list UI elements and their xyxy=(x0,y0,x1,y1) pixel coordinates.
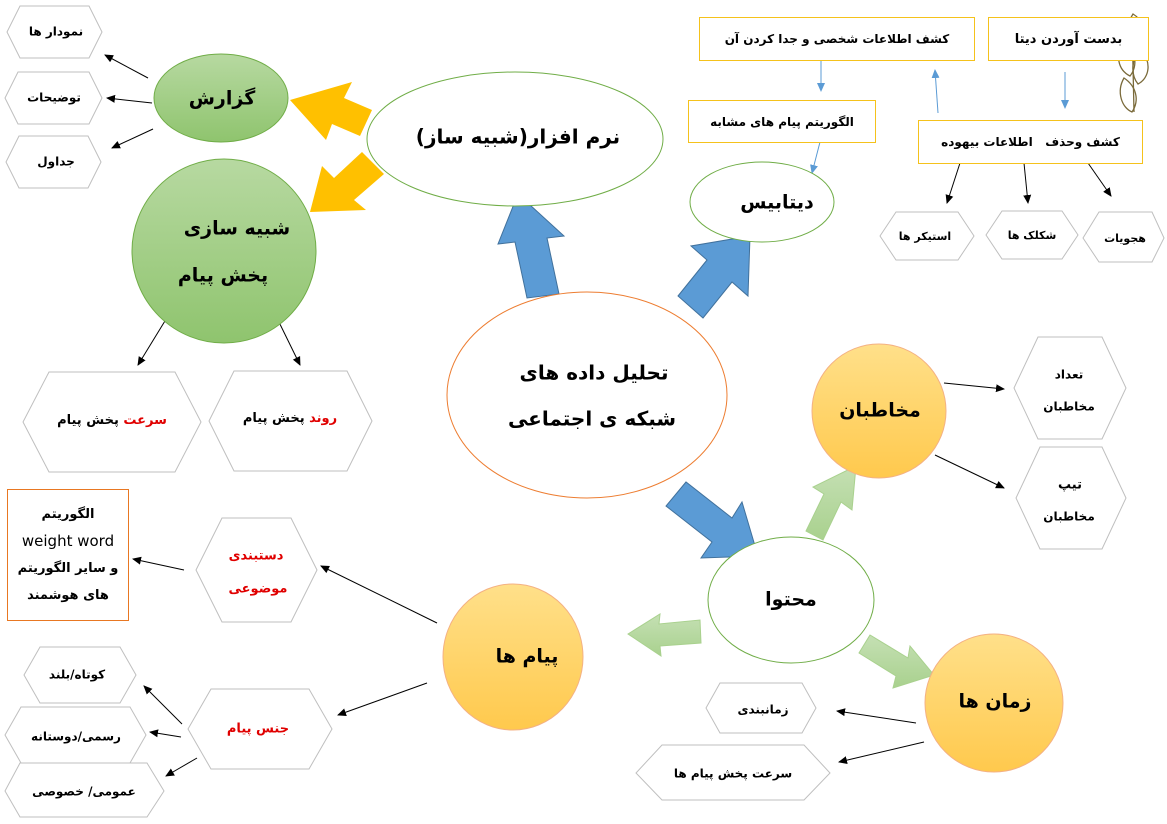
hex-message-type[interactable] xyxy=(187,688,333,770)
report-item-charts: نمودار ها xyxy=(29,25,83,40)
audience-node[interactable] xyxy=(811,343,947,479)
content-node[interactable] xyxy=(707,536,875,664)
box-detect-remove[interactable]: کشف وحذف اطلاعات بیهوده xyxy=(918,120,1143,164)
categorization-line2: موضوعی xyxy=(229,582,288,597)
line-detect-to-junk-sticker xyxy=(945,162,961,204)
msgtype-public-private: عمومی/ خصوصی xyxy=(32,785,136,800)
arrow-software-to-report xyxy=(290,82,372,140)
line-report-to-tables xyxy=(111,128,154,149)
line-detect-to-junk-hajv xyxy=(1087,162,1112,197)
audience-type-line2: مخاطبان xyxy=(1043,510,1095,524)
arrow-content-to-messages xyxy=(627,613,702,658)
line-detect-to-personal xyxy=(931,69,940,114)
arrow-center-to-database xyxy=(677,235,751,319)
hex-junk-emoji[interactable] xyxy=(985,210,1079,260)
line-msgtype-to-short xyxy=(143,685,183,725)
times-speed-label: سرعت پخش پیام ها xyxy=(674,767,792,782)
hex-audience-type[interactable] xyxy=(1015,446,1127,550)
hex-charts[interactable] xyxy=(6,5,103,59)
msgtype-formal-friendly: رسمی/دوستانه xyxy=(31,730,121,745)
hex-junk-hajv[interactable] xyxy=(1082,211,1165,263)
line-times-to-schedule xyxy=(836,708,917,724)
arrow-content-to-audience xyxy=(805,465,857,541)
line-msgtype-to-formal xyxy=(149,729,182,738)
report-node[interactable] xyxy=(153,53,289,143)
box-similar-algo[interactable]: الگوریتم پیام های مشابه xyxy=(688,100,876,143)
times-node[interactable] xyxy=(924,633,1064,773)
report-item-descriptions: توضیحات xyxy=(27,91,81,106)
messages-node[interactable] xyxy=(442,583,584,731)
line-report-to-descriptions xyxy=(106,94,153,104)
line-sim-to-speed xyxy=(137,315,169,366)
hex-schedule[interactable] xyxy=(705,682,817,734)
line-report-to-charts xyxy=(104,54,149,79)
algo-line2: weight word xyxy=(21,532,115,550)
line-audience-to-count xyxy=(943,382,1005,393)
database-node[interactable] xyxy=(689,161,835,243)
database-label: دیتابیس xyxy=(740,192,814,214)
algo-line3: و سایر الگوریتم xyxy=(17,561,119,576)
content-label: محتوا xyxy=(765,589,817,611)
software-label: نرم افزار(شبیه ساز) xyxy=(416,125,620,149)
hex-descriptions[interactable] xyxy=(4,71,103,125)
arrow-center-to-content xyxy=(665,481,759,559)
line-algo-to-database xyxy=(810,141,821,174)
audience-count-line2: مخاطبان xyxy=(1043,400,1095,414)
messages-label: پیام ها xyxy=(496,646,559,668)
hex-sim-speed[interactable] xyxy=(22,371,202,473)
line-msgtype-to-public xyxy=(165,757,198,777)
audience-count-line1: تعداد xyxy=(1055,368,1083,382)
hex-public-private[interactable] xyxy=(4,762,165,818)
arrow-content-to-times xyxy=(858,634,935,689)
junk-emoji-label: شکلک ها xyxy=(1008,229,1057,242)
line-audience-to-type xyxy=(934,454,1005,489)
box-detect-personal[interactable]: کشف اطلاعات شخصی و جدا کردن آن xyxy=(699,17,975,61)
center-node[interactable] xyxy=(446,291,728,499)
msgtype-short-long: کوتاه/بلند xyxy=(49,668,105,683)
report-label: گزارش xyxy=(189,87,256,110)
msgtype-label: جنس پیام xyxy=(227,722,289,737)
times-label: زمان ها xyxy=(959,691,1032,713)
line-messages-to-categorization xyxy=(320,565,438,624)
audience-label: مخاطبان xyxy=(839,400,921,422)
hex-categorization[interactable] xyxy=(195,517,318,623)
arrow-software-to-simulation xyxy=(310,152,384,212)
junk-hajv-label: هجویات xyxy=(1104,232,1146,245)
junk-sticker-label: استیکر ها xyxy=(899,230,951,243)
hex-audience-count[interactable] xyxy=(1013,336,1127,440)
hex-junk-sticker[interactable] xyxy=(879,211,975,261)
box-get-data[interactable]: بدست آوردن دیتا xyxy=(988,17,1149,61)
arrow-center-to-software xyxy=(497,193,566,299)
sim-trend-label: روند پخش پیام xyxy=(243,411,337,426)
line-messages-to-msgtype xyxy=(337,682,428,717)
sim-speed-label: سرعت پخش پیام xyxy=(57,413,167,428)
categorization-line1: دستبندی xyxy=(229,549,284,564)
algo-line4: های هوشمند xyxy=(27,588,109,603)
center-label-line1: تحلیل داده های xyxy=(520,361,669,385)
line-times-to-speed xyxy=(838,741,925,765)
box-algorithms[interactable]: الگوریتم weight word و سایر الگوریتم های… xyxy=(7,489,129,621)
times-schedule-label: زمانبندی xyxy=(737,703,788,717)
simulation-label-line1: شبیه سازی xyxy=(184,218,291,240)
algo-line1: الگوریتم xyxy=(41,507,95,522)
audience-type-line1: تیپ xyxy=(1058,478,1082,493)
report-item-tables: جداول xyxy=(37,155,75,170)
hex-broadcast-speed[interactable] xyxy=(635,744,831,801)
simulation-node[interactable] xyxy=(131,158,317,344)
hex-tables[interactable] xyxy=(5,135,102,189)
software-node[interactable] xyxy=(366,71,664,207)
hex-sim-trend[interactable] xyxy=(208,370,373,472)
simulation-label-line2: پخش پیام xyxy=(178,265,268,287)
hex-short-long[interactable] xyxy=(23,646,137,704)
line-categorization-to-algorithms xyxy=(132,556,185,571)
center-label-line2: شبکه ی اجتماعی xyxy=(508,407,676,431)
line-detect-to-junk-emoji xyxy=(1023,162,1032,204)
